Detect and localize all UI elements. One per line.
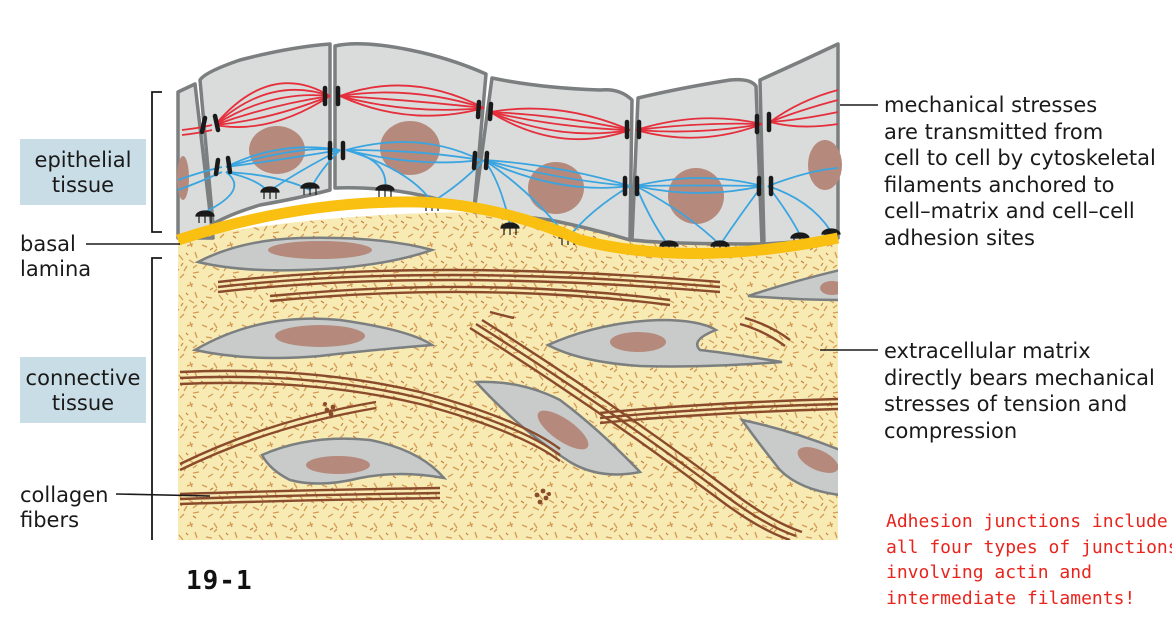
extracellular-matrix-annotation: extracellular matrix directly bears mech… xyxy=(884,338,1155,444)
cell-cell-junctions xyxy=(199,85,774,197)
connective-label-line-2: tissue xyxy=(51,391,115,415)
epithelial-layer xyxy=(176,42,842,253)
note-line-2: all four types of junctions xyxy=(886,536,1172,558)
connective-tissue-label: connective tissue xyxy=(20,357,146,423)
mechanical-line-5: cell–matrix and cell–cell xyxy=(884,199,1135,223)
matrix-line-1: extracellular matrix xyxy=(884,339,1091,363)
note-line-4: intermediate filaments! xyxy=(886,587,1136,609)
connective-tissue-region xyxy=(178,211,838,541)
matrix-line-4: compression xyxy=(884,418,1018,443)
mechanical-line-2: are transmitted from xyxy=(884,119,1104,144)
mechanical-line-1: mechanical stresses xyxy=(884,93,1098,117)
mechanical-stress-annotation: mechanical stresses are transmitted from… xyxy=(884,92,1156,251)
basal-label-line-1: basal xyxy=(20,232,76,256)
matrix-line-2: directly bears mechanical xyxy=(884,365,1155,390)
epithelial-tissue-label: epithelial tissue xyxy=(20,139,146,205)
note-line-1: Adhesion junctions include xyxy=(886,511,1168,532)
basal-label-line-2: lamina xyxy=(20,257,92,281)
collagen-label-line-2: fibers xyxy=(20,508,80,532)
actin-filaments xyxy=(181,82,839,141)
fibroblast-nuclei xyxy=(268,241,838,474)
connective-label-line-1: connective xyxy=(25,366,141,390)
adhesion-junction-note: Adhesion junctions include all four type… xyxy=(886,509,1172,611)
collagen-cross-sections xyxy=(323,402,551,505)
epithelial-label-line-2: tissue xyxy=(51,173,115,197)
basal-lamina xyxy=(176,196,840,260)
collagen-fiber-bundles xyxy=(179,268,838,541)
label-brackets xyxy=(151,91,162,540)
mechanical-line-4: filaments anchored to xyxy=(884,172,1115,197)
epithelial-bracket xyxy=(151,91,162,233)
collagen-fibers-label: collagen fibers xyxy=(20,483,109,533)
collagen-label-line-1: collagen xyxy=(20,483,109,507)
leader-lines xyxy=(86,104,878,497)
note-line-3: involving actin and xyxy=(886,562,1092,583)
mechanical-line-6: adhesion sites xyxy=(884,225,1035,250)
epithelial-label-line-1: epithelial xyxy=(34,148,132,172)
basal-lamina-label: basal lamina xyxy=(20,232,91,282)
mechanical-line-3: cell to cell by cytoskeletal xyxy=(884,146,1156,170)
collagen-leader xyxy=(115,493,211,497)
figure-number: 19-1 xyxy=(186,566,253,596)
matrix-line-3: stresses of tension and xyxy=(884,392,1128,416)
connective-bracket xyxy=(151,257,162,540)
